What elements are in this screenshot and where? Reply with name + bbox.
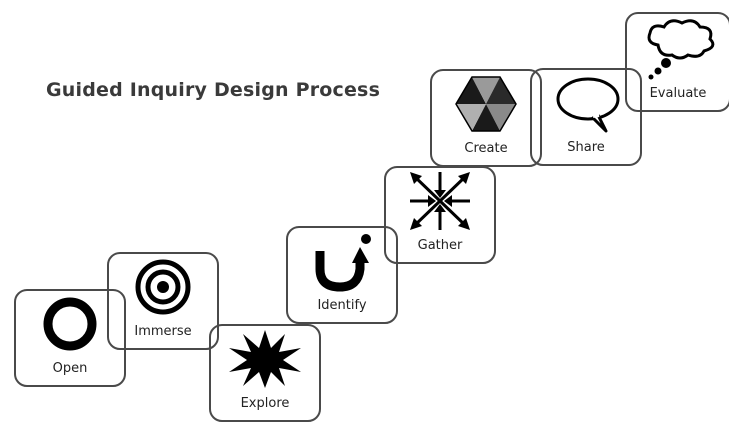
converging-arrows-icon bbox=[410, 172, 470, 230]
stage-identify: Identify bbox=[286, 226, 398, 324]
stage-label-immerse: Immerse bbox=[134, 324, 192, 339]
stage-label-gather: Gather bbox=[417, 238, 463, 253]
u-turn-arrow-icon bbox=[315, 234, 371, 292]
stage-label-identify: Identify bbox=[317, 298, 367, 313]
hexagon-facets-icon bbox=[455, 76, 517, 132]
speech-bubble-icon bbox=[556, 77, 620, 133]
stage-label-create: Create bbox=[464, 141, 508, 156]
diagram-title: Guided Inquiry Design Process bbox=[46, 79, 381, 101]
stage-gather: Gather bbox=[384, 166, 496, 264]
stage-share: Share bbox=[530, 68, 642, 166]
stage-create: Create bbox=[430, 69, 542, 167]
thought-cloud-icon bbox=[647, 19, 715, 80]
stage-label-share: Share bbox=[567, 140, 605, 155]
starburst-icon bbox=[229, 330, 301, 388]
stage-evaluate: Evaluate bbox=[625, 12, 729, 112]
ring-icon bbox=[43, 297, 97, 351]
stage-label-explore: Explore bbox=[240, 396, 290, 411]
stage-immerse: Immerse bbox=[107, 252, 219, 350]
stage-label-evaluate: Evaluate bbox=[649, 86, 707, 101]
stage-open: Open bbox=[14, 289, 126, 387]
stage-explore: Explore bbox=[209, 324, 321, 422]
stage-label-open: Open bbox=[52, 361, 88, 376]
concentric-circles-icon bbox=[135, 259, 191, 315]
